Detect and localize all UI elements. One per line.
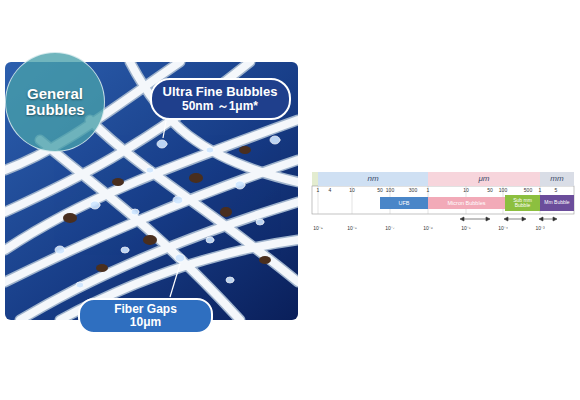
tick-label: 10 xyxy=(463,188,469,193)
tick-label: 1 xyxy=(317,188,320,193)
node-title: mm xyxy=(550,175,563,184)
leader-line xyxy=(163,121,166,138)
tick-label: 4 xyxy=(329,188,332,193)
tick-label: 300 xyxy=(409,188,417,193)
node-title: Ultra Fine Bubbles xyxy=(163,85,278,99)
node-title: Mm Bubble xyxy=(544,200,569,206)
node-title: μm xyxy=(478,175,489,184)
ultra-fine-bubbles xyxy=(55,136,280,288)
callout-box: Fiber Gaps10μm xyxy=(78,298,213,334)
range-arrows xyxy=(460,217,557,221)
node-value: 10μm xyxy=(130,316,161,329)
node-title: Fiber Gaps xyxy=(114,303,177,316)
unit-band: mm xyxy=(540,172,574,186)
tick-label: 500 xyxy=(524,188,532,193)
grid-lines xyxy=(318,186,540,214)
dirt xyxy=(63,146,271,272)
tick-label: 5 xyxy=(555,188,558,193)
panel-ground xyxy=(5,62,298,320)
tick-label: 10 xyxy=(349,188,355,193)
tick-label: 100 xyxy=(499,188,507,193)
axis-label: 10⁻⁶ xyxy=(423,226,433,231)
unit-band: nm xyxy=(318,172,428,186)
size-bar: Micron Bubbles xyxy=(428,197,505,209)
axis-label: 10⁻⁴ xyxy=(498,226,508,231)
node-title: Sub mm Bubble xyxy=(505,198,540,209)
node-title: Micron Bubbles xyxy=(448,200,486,206)
tick-label: 100 xyxy=(386,188,394,193)
tick-label: 50 xyxy=(377,188,383,193)
node-title: General Bubbles xyxy=(6,86,104,119)
axis-label: 10⁻⁷ xyxy=(385,226,394,231)
node-value: 50nm ～1μm* xyxy=(182,100,258,113)
tick-label: 1 xyxy=(427,188,430,193)
fibers xyxy=(5,62,298,320)
leader-line xyxy=(170,264,180,297)
size-bar: Mm Bubble xyxy=(540,195,574,211)
axis-label: 10⁻⁸ xyxy=(347,226,357,231)
tick-label: 1 xyxy=(539,188,542,193)
size-bar: Sub mm Bubble xyxy=(505,195,540,211)
general-bubble-circle: General Bubbles xyxy=(5,52,105,152)
node-title: nm xyxy=(367,175,378,184)
scale-frame xyxy=(312,186,574,214)
node-title: UFB xyxy=(399,200,410,206)
size-bar: UFB xyxy=(380,197,428,209)
axis-label: 10⁻⁹ xyxy=(313,226,323,231)
unit-band: μm xyxy=(428,172,540,186)
tick-label: 50 xyxy=(487,188,493,193)
callout-box: Ultra Fine Bubbles50nm ～1μm* xyxy=(150,78,291,120)
axis-label: 10⁻³ xyxy=(535,226,544,231)
axis-label: 10⁻⁵ xyxy=(461,226,471,231)
